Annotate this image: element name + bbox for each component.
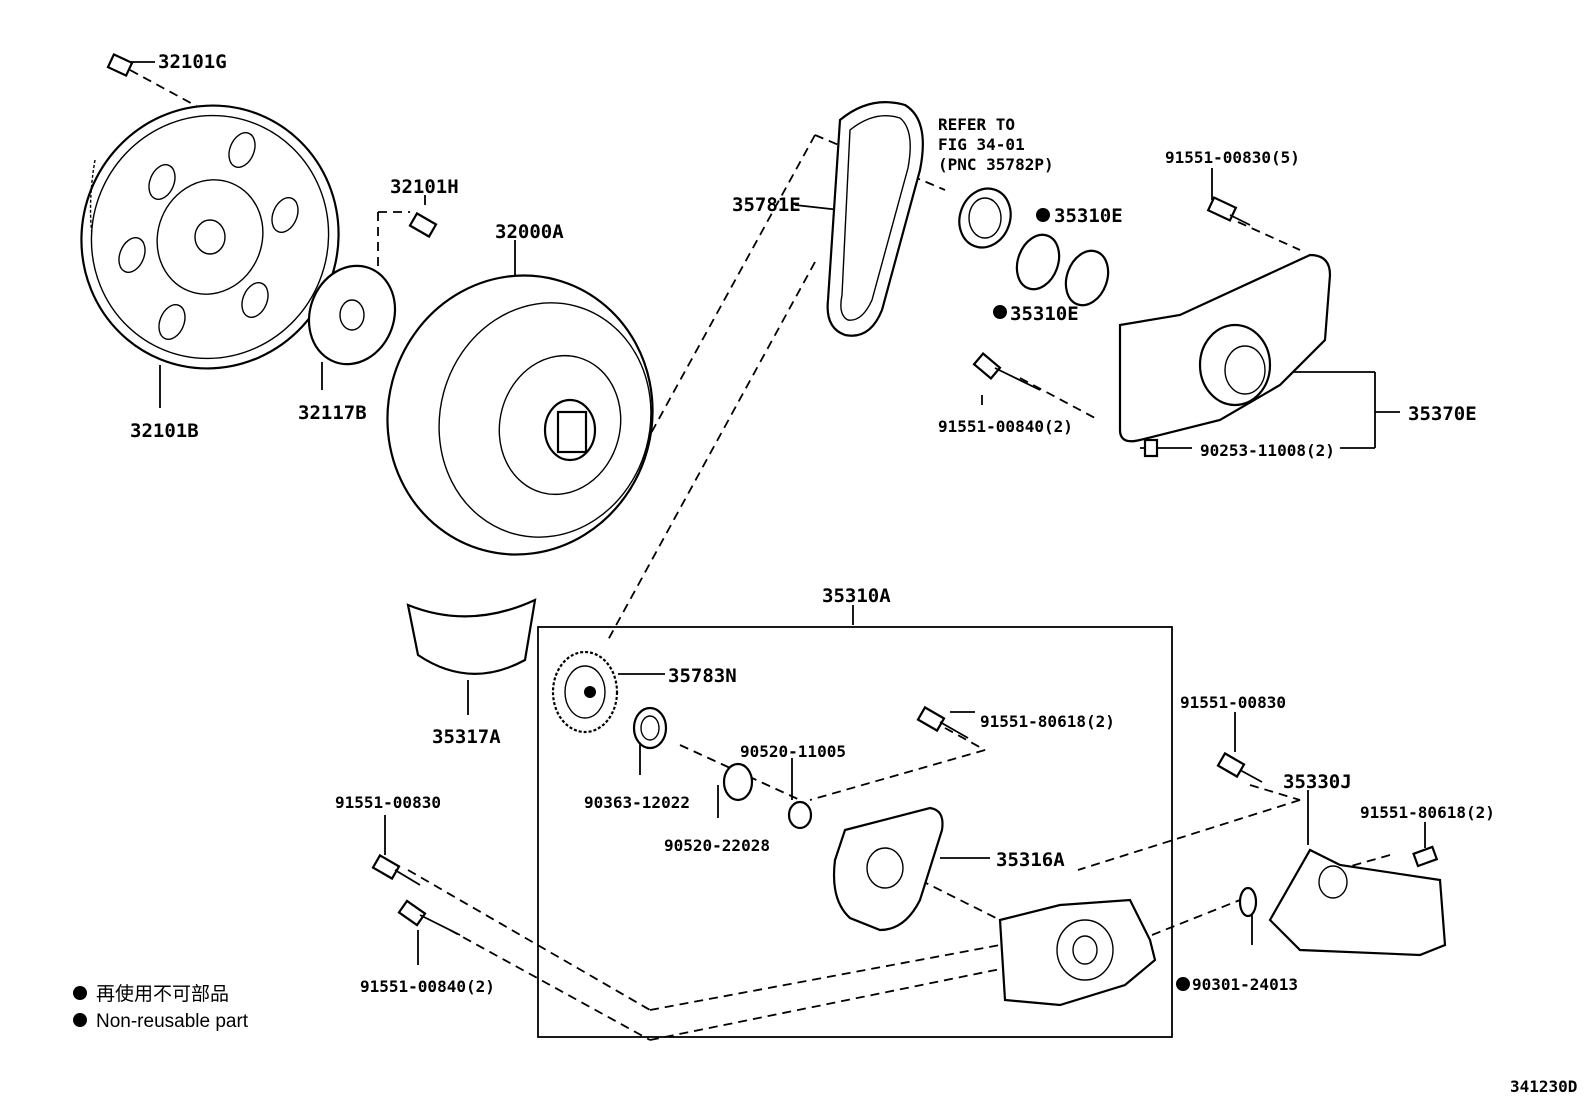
label-91551-00840-2-bottom[interactable]: 91551-00840(2) (360, 977, 495, 996)
torque-converter-shape (386, 274, 654, 556)
oil-pump-body-shape (998, 898, 1157, 1007)
label-35310e-b[interactable]: 35310E (1010, 303, 1079, 325)
label-35781e[interactable]: 35781E (732, 194, 801, 216)
non-reusable-dot-90301 (1176, 977, 1190, 991)
label-35310e-a[interactable]: 35310E (1054, 205, 1123, 227)
bolt-32101g-shape (106, 52, 134, 78)
plate-35316a-shape (832, 806, 944, 932)
snap-ring-90520-11005-shape (787, 800, 813, 830)
spacer-32117b-shape (307, 264, 397, 366)
bolt-32101h-shape (408, 211, 438, 239)
bolt-91551-80618-right-shape (1412, 845, 1439, 868)
label-90520-22028[interactable]: 90520-22028 (664, 836, 770, 855)
label-32117b[interactable]: 32117B (298, 402, 367, 424)
label-91551-00830-left[interactable]: 91551-00830 (335, 793, 441, 812)
sprocket-35783n-shape (551, 650, 619, 734)
oring-90301-24013-shape (1238, 886, 1258, 918)
strainer-35330j-shape (1268, 848, 1447, 957)
refer-line-1: REFER TO (938, 115, 1015, 134)
bolt-91551-00830-5-shape (1206, 196, 1251, 226)
label-32101h[interactable]: 32101H (390, 176, 459, 198)
label-35310a[interactable]: 35310A (822, 585, 891, 607)
drive-plate-shape (80, 104, 340, 370)
label-91551-00840-2-top[interactable]: 91551-00840(2) (938, 417, 1073, 436)
bearing-90363-shape (632, 706, 668, 750)
refer-line-2: FIG 34-01 (938, 135, 1025, 154)
legend-text-en: Non-reusable part (96, 1011, 249, 1032)
legend-dot-jp (73, 986, 87, 1000)
legend: 再使用不可部品 Non-reusable part (73, 983, 249, 1032)
label-91551-00830-5[interactable]: 91551-00830(5) (1165, 148, 1300, 167)
legend-text-jp: 再使用不可部品 (96, 983, 229, 1005)
label-90253-11008-2[interactable]: 90253-11008(2) (1200, 441, 1335, 460)
label-35783n[interactable]: 35783N (668, 665, 737, 687)
label-32101g[interactable]: 32101G (158, 51, 227, 73)
chain-35781e-shape (826, 101, 924, 337)
figure-id: 341230D (1510, 1077, 1577, 1096)
bolt-91551-00840-bottom-shape (397, 899, 461, 936)
label-35317a[interactable]: 35317A (432, 726, 501, 748)
label-91551-00830-right[interactable]: 91551-00830 (1180, 693, 1286, 712)
legend-dot-en (73, 1013, 87, 1027)
refer-line-3: (PNC 35782P) (938, 155, 1054, 174)
label-91551-80618-2-right[interactable]: 91551-80618(2) (1360, 803, 1495, 822)
bolt-91551-00830-left-shape (371, 853, 421, 886)
part-labels: 32101G 32101H 32000A 32117B 32101B 35781… (130, 51, 1495, 996)
bolt-91551-00830-right-shape (1216, 751, 1263, 783)
label-32000a[interactable]: 32000A (495, 221, 564, 243)
bolt-91551-80618-mid-shape (916, 705, 969, 739)
snap-ring-90520-22028-shape (722, 762, 754, 802)
pump-assembly-box (537, 626, 1173, 1038)
label-90520-11005[interactable]: 90520-11005 (740, 742, 846, 761)
label-90363-12022[interactable]: 90363-12022 (584, 793, 690, 812)
label-35330j[interactable]: 35330J (1283, 771, 1352, 793)
label-35316a[interactable]: 35316A (996, 849, 1065, 871)
label-35370e[interactable]: 35370E (1408, 403, 1477, 425)
bracket-35370e-shape (1118, 253, 1332, 458)
label-90301-24013[interactable]: 90301-24013 (1192, 975, 1298, 994)
bolt-91551-00840-2-top-shape (972, 352, 1041, 391)
seal-rings-shape (958, 187, 1110, 319)
cover-35317a-shape (406, 598, 537, 675)
label-91551-80618-2-mid[interactable]: 91551-80618(2) (980, 712, 1115, 731)
label-32101b[interactable]: 32101B (130, 420, 199, 442)
